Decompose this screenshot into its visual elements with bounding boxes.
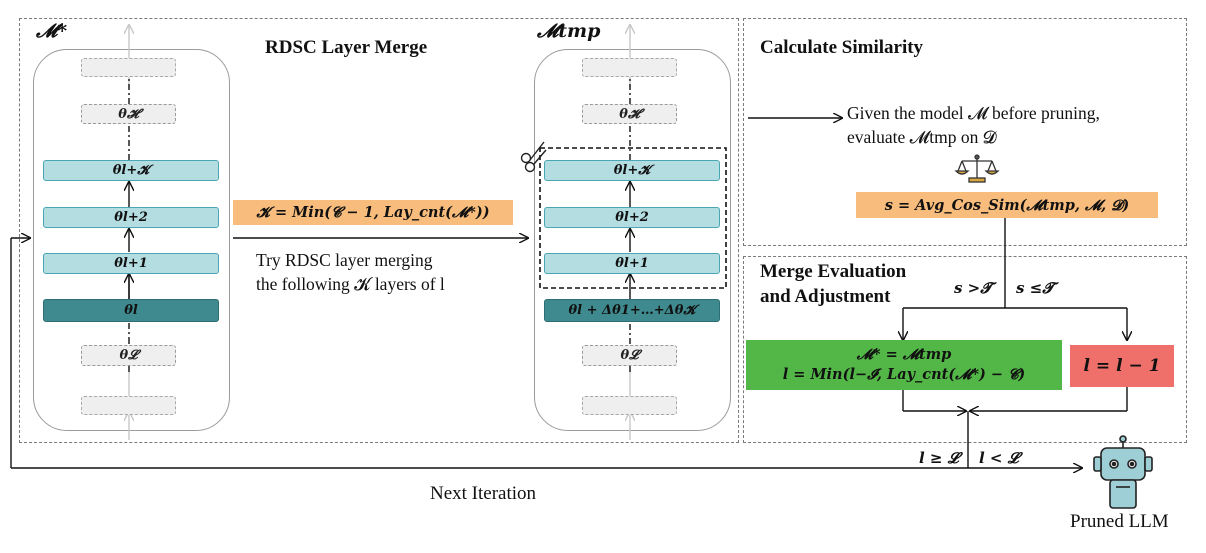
accept-merge-line2: l = Min(l−𝓘, Lay_cnt(𝓜*) − 𝓒) [782, 366, 1026, 383]
model-tmp-label: 𝓜tmp [537, 20, 601, 42]
decrement-box: l = l − 1 [1070, 345, 1174, 387]
robot-icon [1093, 435, 1153, 509]
layer-top-empty [81, 58, 176, 77]
layer-l-plus-2: θl+2 [43, 207, 219, 228]
merge-evaluation-title-line2: and Adjustment [760, 286, 891, 307]
condition-geq-l: l ≥ 𝓛 [919, 449, 959, 467]
condition-less-l: l < 𝓛 [979, 449, 1019, 467]
layer-l-plus-1: θl+1 [43, 253, 219, 274]
merge-evaluation-panel [743, 256, 1187, 443]
merge-description-line1: Try RDSC layer merging [256, 250, 433, 270]
similarity-formula-box: s = Avg_Cos_Sim(𝓜tmp, 𝓜, 𝓓) [856, 192, 1158, 218]
accept-merge-line1: 𝓜* = 𝓜tmp [856, 346, 952, 364]
tmp-layer-l-plus-1: θl+1 [544, 253, 720, 274]
layer-bottom-empty [81, 396, 176, 415]
calculate-similarity-title: Calculate Similarity [760, 37, 924, 58]
layer-top: θ𝓗 [81, 104, 176, 124]
similarity-desc-line1: Given the model 𝓜 before pruning, [847, 103, 1100, 123]
layer-l: θl [43, 299, 219, 322]
tmp-layer-bottom-empty [582, 396, 677, 415]
tmp-layer-l-plus-k: θl+𝓚 [544, 160, 720, 181]
tmp-layer-top: θ𝓗 [582, 104, 677, 124]
condition-greater: s >𝓣 [954, 279, 992, 297]
similarity-desc-line2: evaluate 𝓜tmp on 𝓓 [847, 127, 997, 147]
merge-description-line2: the following 𝓚 layers of l [256, 274, 445, 294]
layer-bottom: θ𝓛 [81, 345, 176, 366]
balance-scale-icon [954, 154, 1000, 183]
merge-evaluation-title-line1: Merge Evaluation [760, 261, 907, 282]
tmp-layer-top-empty [582, 58, 677, 77]
pruned-llm-label: Pruned LLM [1070, 511, 1169, 532]
k-formula-box: 𝓚 = Min(𝓒 − 1, Lay_cnt(𝓜*)) [233, 200, 513, 225]
condition-leq: s ≤𝓣 [1016, 279, 1054, 297]
tmp-layer-l-plus-2: θl+2 [544, 207, 720, 228]
tmp-layer-merged: θl + Δθ1+…+Δθ𝓚 [544, 299, 720, 322]
accept-merge-box: 𝓜* = 𝓜tmp l = Min(l−𝓘, Lay_cnt(𝓜*) − 𝓒) [746, 340, 1062, 390]
model-star-label: 𝓜* [36, 20, 68, 42]
next-iteration-label: Next Iteration [430, 483, 537, 504]
layer-l-plus-k: θl+𝓚 [43, 160, 219, 181]
scissors-icon [520, 141, 547, 173]
rdsc-layer-merge-panel [19, 18, 739, 443]
tmp-layer-bottom: θ𝓛 [582, 345, 677, 366]
rdsc-layer-merge-title: RDSC Layer Merge [265, 37, 428, 58]
calculate-similarity-panel [743, 18, 1187, 246]
